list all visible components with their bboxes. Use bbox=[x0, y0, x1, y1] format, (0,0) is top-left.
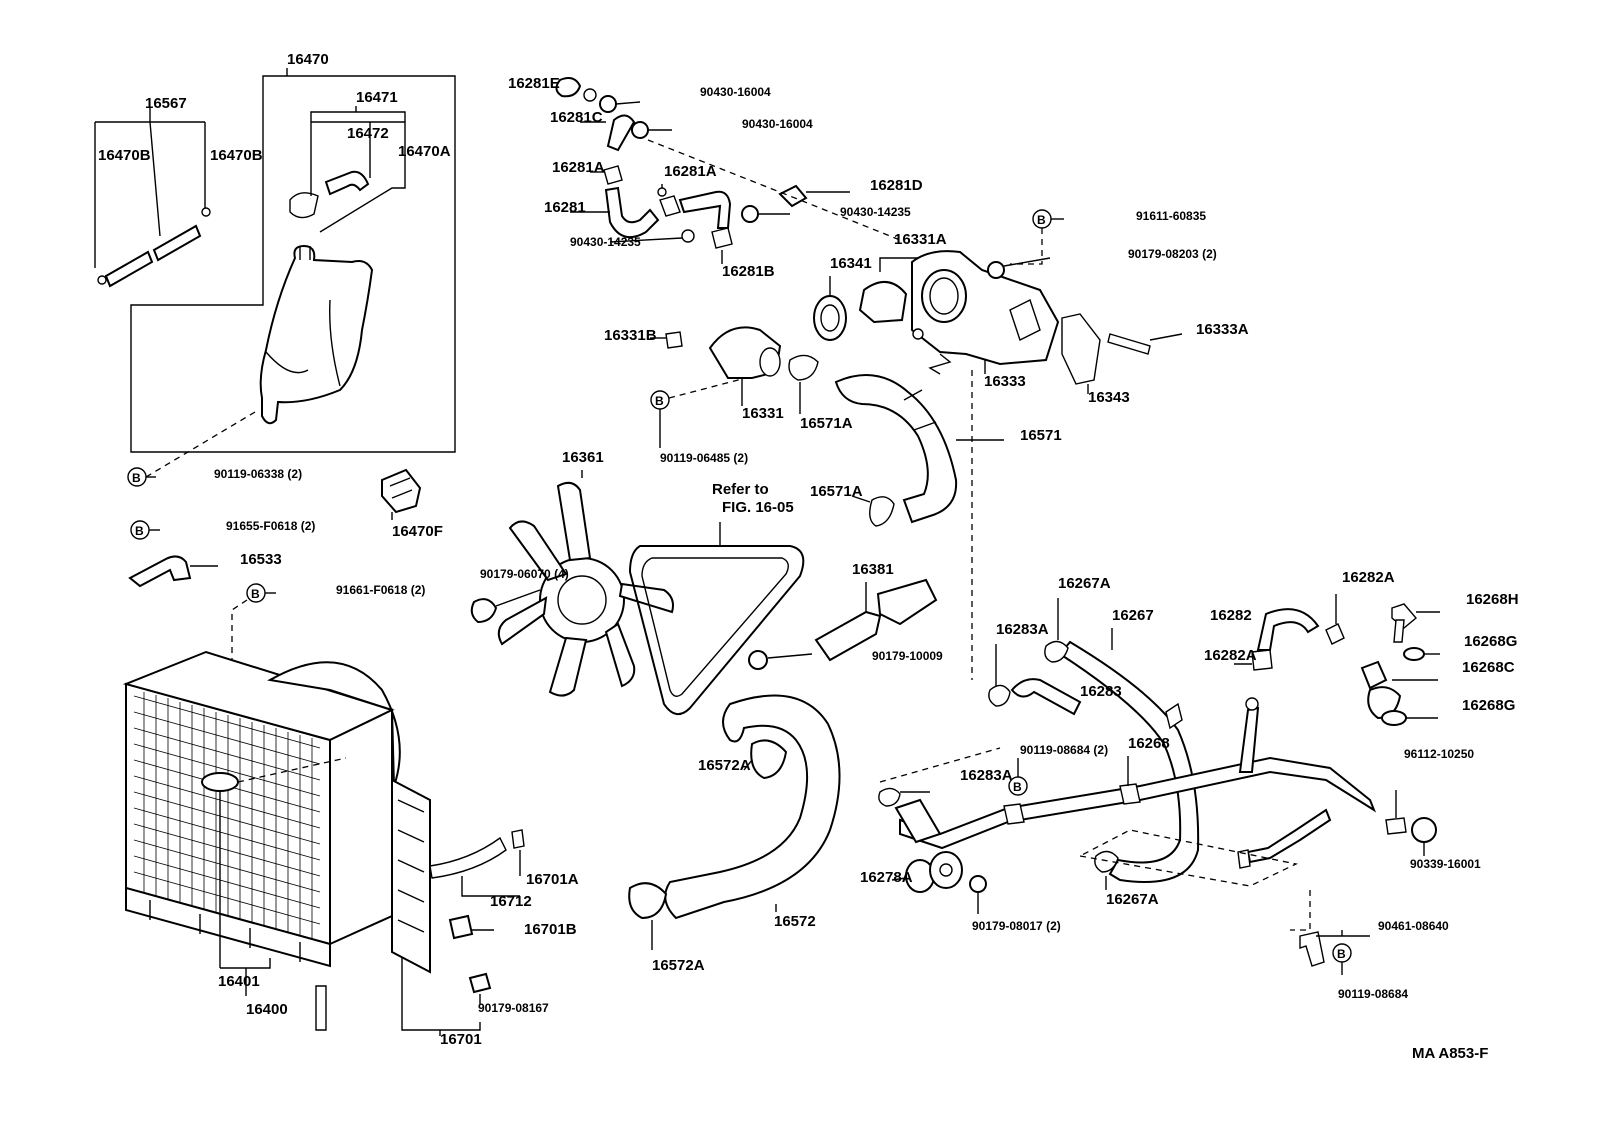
part-label-16572A-2: 16572A bbox=[652, 957, 705, 974]
part-label-16470: 16470 bbox=[287, 51, 329, 68]
reserve-tank-group bbox=[94, 68, 456, 453]
water-outlet-pipes bbox=[555, 77, 901, 264]
part-label-16381: 16381 bbox=[852, 561, 894, 578]
part-label-90179-06070: 90179-06070 (4) bbox=[480, 567, 569, 581]
part-label-90119-06485: 90119-06485 (2) bbox=[660, 451, 748, 465]
svg-text:B: B bbox=[251, 587, 260, 601]
part-label-16267: 16267 bbox=[1112, 607, 1154, 624]
part-label-16400: 16400 bbox=[246, 1001, 288, 1018]
part-label-91611-60835: 91611-60835 bbox=[1136, 209, 1206, 223]
svg-text:B: B bbox=[655, 394, 664, 408]
part-label-refer-to: Refer to bbox=[712, 481, 769, 498]
part-label-16331A: 16331A bbox=[894, 231, 947, 248]
svg-text:B: B bbox=[132, 471, 141, 485]
part-label-16282: 16282 bbox=[1210, 607, 1252, 624]
part-label-16281A-2: 16281A bbox=[664, 163, 717, 180]
part-label-16701A: 16701A bbox=[526, 871, 579, 888]
part-label-16571: 16571 bbox=[1020, 427, 1062, 444]
part-label-16267A-2: 16267A bbox=[1106, 891, 1159, 908]
part-label-90179-08017: 90179-08017 (2) bbox=[972, 919, 1061, 933]
upper-radiator-hose bbox=[834, 370, 1004, 680]
part-label-16470A: 16470A bbox=[398, 143, 451, 160]
part-label-16472: 16472 bbox=[347, 125, 389, 142]
part-label-16361: 16361 bbox=[562, 449, 604, 466]
part-label-16282A-1: 16282A bbox=[1342, 569, 1395, 586]
part-label-16268G-1: 16268G bbox=[1464, 633, 1517, 650]
part-label-16471: 16471 bbox=[356, 89, 398, 106]
part-label-90461-08640: 90461-08640 bbox=[1378, 919, 1449, 933]
part-label-16281E: 16281E bbox=[508, 75, 560, 92]
part-label-16567: 16567 bbox=[145, 95, 187, 112]
part-label-16283A-1: 16283A bbox=[996, 621, 1049, 638]
part-label-16533: 16533 bbox=[240, 551, 282, 568]
part-label-90179-10009: 90179-10009 bbox=[872, 649, 943, 663]
part-label-16333: 16333 bbox=[984, 373, 1026, 390]
part-label-90119-08684b: 90119-08684 bbox=[1338, 987, 1408, 1001]
svg-text:B: B bbox=[1337, 947, 1346, 961]
part-labels: 16470 16567 16471 16472 16470A 16470B 16470B 90… bbox=[98, 51, 1519, 1048]
part-label-fig: FIG. 16-05 bbox=[722, 499, 794, 516]
thermostat-housing bbox=[650, 250, 1183, 414]
radiator bbox=[122, 650, 525, 1036]
part-label-16281: 16281 bbox=[544, 199, 586, 216]
part-label-16281A-1: 16281A bbox=[552, 159, 605, 176]
part-label-90339-16001: 90339-16001 bbox=[1410, 857, 1481, 871]
part-label-16281C: 16281C bbox=[550, 109, 603, 126]
part-label-90179-08203: 90179-08203 (2) bbox=[1128, 247, 1217, 261]
bypass-hose-fittings bbox=[1234, 594, 1440, 726]
fan-bracket bbox=[748, 578, 938, 670]
part-label-90430-14235a: 90430-14235 bbox=[840, 205, 911, 219]
cooling-fan bbox=[470, 470, 805, 715]
part-label-16278A: 16278A bbox=[860, 869, 913, 886]
part-label-16268G-2: 16268G bbox=[1462, 697, 1515, 714]
part-label-96112-10250: 96112-10250 bbox=[1404, 747, 1474, 761]
drawing-code: MA A853-F bbox=[1412, 1045, 1488, 1062]
part-label-16268: 16268 bbox=[1128, 735, 1170, 752]
part-label-16283: 16283 bbox=[1080, 683, 1122, 700]
part-label-16470B-2: 16470B bbox=[210, 147, 263, 164]
part-label-16267A-1: 16267A bbox=[1058, 575, 1111, 592]
part-label-16343: 16343 bbox=[1088, 389, 1130, 406]
part-label-16401: 16401 bbox=[218, 973, 260, 990]
part-label-16470B-1: 16470B bbox=[98, 147, 151, 164]
clips-and-brackets bbox=[128, 468, 422, 588]
lower-radiator-hose bbox=[628, 694, 841, 950]
part-label-90119-08684a: 90119-08684 (2) bbox=[1020, 743, 1108, 757]
bolt-markers: B B B B B B B bbox=[127, 209, 1352, 975]
part-label-90430-16004b: 90430-16004 bbox=[742, 117, 813, 131]
part-label-90179-08167: 90179-08167 bbox=[478, 1001, 549, 1015]
part-label-16281B: 16281B bbox=[722, 263, 775, 280]
part-label-16571A-2: 16571A bbox=[810, 483, 863, 500]
part-label-16712: 16712 bbox=[490, 893, 532, 910]
part-label-16333A: 16333A bbox=[1196, 321, 1249, 338]
part-label-16268C: 16268C bbox=[1462, 659, 1515, 676]
part-label-91661-F0618: 91661-F0618 (2) bbox=[336, 583, 425, 597]
part-label-16281D: 16281D bbox=[870, 177, 923, 194]
part-label-90430-14235b: 90430-14235 bbox=[570, 235, 641, 249]
part-label-16701: 16701 bbox=[440, 1031, 482, 1048]
part-label-16341: 16341 bbox=[830, 255, 872, 272]
part-label-90119-06338: 90119-06338 (2) bbox=[214, 467, 302, 481]
svg-text:B: B bbox=[1037, 213, 1046, 227]
part-label-16571A-1: 16571A bbox=[800, 415, 853, 432]
part-label-16572A-1: 16572A bbox=[698, 757, 751, 774]
part-label-16470F: 16470F bbox=[392, 523, 443, 540]
svg-text:B: B bbox=[1013, 780, 1022, 794]
part-label-16283A-2: 16283A bbox=[960, 767, 1013, 784]
heater-pipes bbox=[878, 598, 1437, 967]
part-label-16701B: 16701B bbox=[524, 921, 577, 938]
part-label-91655-F0618: 91655-F0618 (2) bbox=[226, 519, 315, 533]
part-label-16331B: 16331B bbox=[604, 327, 657, 344]
svg-text:B: B bbox=[135, 524, 144, 538]
part-label-90430-16004a: 90430-16004 bbox=[700, 85, 771, 99]
part-label-16268H: 16268H bbox=[1466, 591, 1519, 608]
part-label-16572: 16572 bbox=[774, 913, 816, 930]
part-label-16331: 16331 bbox=[742, 405, 784, 422]
part-label-16282A-2: 16282A bbox=[1204, 647, 1257, 664]
